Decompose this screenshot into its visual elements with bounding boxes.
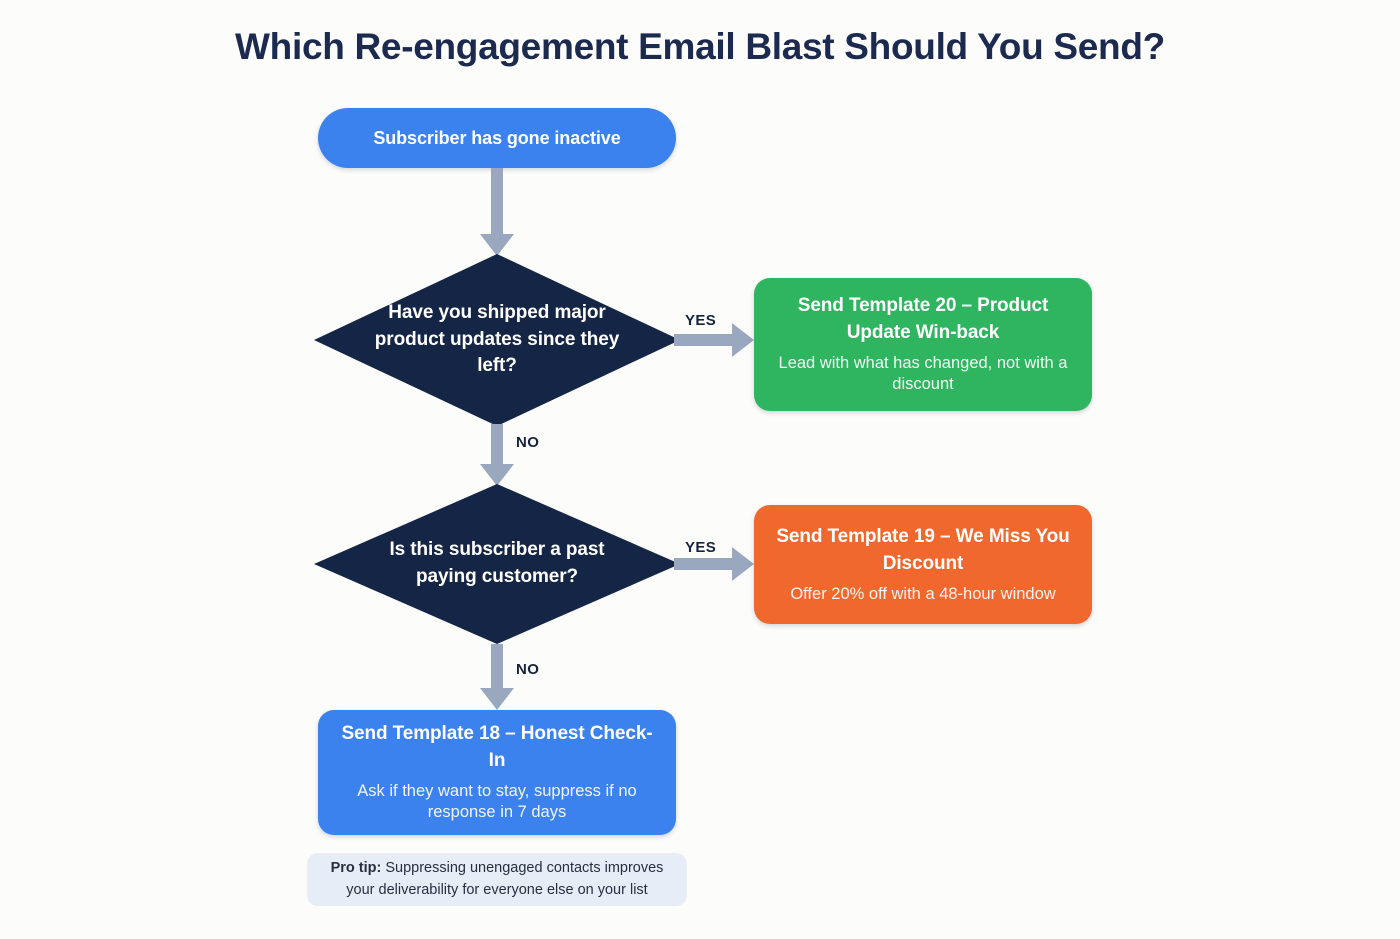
arrow-decision-1-no (480, 424, 514, 486)
arrow-decision-2-yes (674, 547, 754, 581)
edge-label-no-2: NO (516, 661, 540, 678)
outcome-node-template-20: Send Template 20 – Product Update Win-ba… (754, 278, 1092, 411)
outcome-node-template-18: Send Template 18 – Honest Check-In Ask i… (318, 710, 676, 835)
pro-tip-box: Pro tip: Suppressing unengaged contacts … (307, 853, 687, 906)
arrow-shaft (674, 558, 732, 570)
arrow-head (480, 688, 514, 710)
arrow-decision-2-no (480, 644, 514, 710)
pro-tip-prefix: Pro tip: (330, 860, 382, 877)
arrow-shaft (491, 168, 503, 234)
edge-label-no-1: NO (516, 434, 540, 451)
arrow-head (732, 547, 754, 581)
arrow-start-to-decision-1 (480, 168, 514, 256)
arrow-shaft (491, 424, 503, 464)
edge-label-yes-2: YES (685, 539, 717, 556)
pro-tip-text: Pro tip: Suppressing unengaged contacts … (325, 858, 669, 900)
decision-node-1: Have you shipped major product updates s… (314, 254, 680, 426)
outcome-title: Send Template 19 – We Miss You Discount (776, 525, 1070, 574)
decision-node-2: Is this subscriber a past paying custome… (314, 484, 680, 644)
outcome-subtitle: Ask if they want to stay, suppress if no… (357, 781, 637, 822)
outcome-title: Send Template 20 – Product Update Win-ba… (797, 294, 1049, 343)
arrow-decision-1-yes (674, 323, 754, 357)
page-title: Which Re-engagement Email Blast Should Y… (235, 26, 1165, 67)
outcome-node-template-19: Send Template 19 – We Miss You Discount … (754, 505, 1092, 624)
decision-node-1-label: Have you shipped major product updates s… (374, 301, 620, 377)
arrow-head (480, 234, 514, 256)
outcome-title: Send Template 18 – Honest Check-In (341, 722, 653, 771)
outcome-subtitle: Offer 20% off with a 48-hour window (790, 584, 1056, 603)
edge-label-yes-1: YES (685, 312, 717, 329)
start-node-label: Subscriber has gone inactive (373, 127, 621, 148)
pro-tip-body: Suppressing unengaged contacts improves … (346, 860, 664, 898)
decision-node-2-label: Is this subscriber a past paying custome… (389, 539, 605, 587)
arrow-shaft (674, 334, 732, 346)
arrow-head (732, 323, 754, 357)
outcome-subtitle: Lead with what has changed, not with a d… (778, 353, 1068, 394)
arrow-shaft (491, 644, 503, 688)
start-node: Subscriber has gone inactive (318, 108, 676, 168)
arrow-head (480, 464, 514, 486)
